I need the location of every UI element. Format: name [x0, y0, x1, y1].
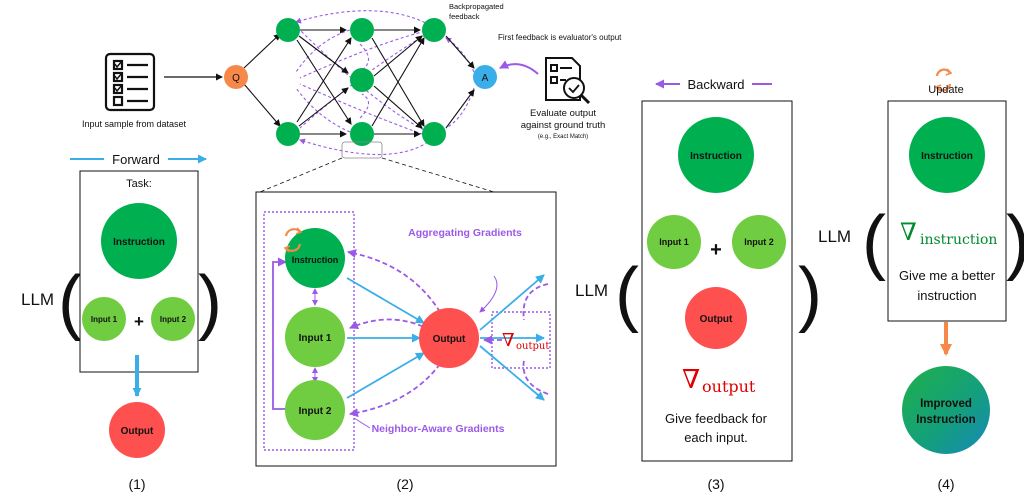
- neighbor-pointer: [353, 417, 371, 429]
- improved-label: Improved: [920, 398, 972, 410]
- input1-label: Input 1: [299, 333, 332, 344]
- instruction-node: [285, 228, 345, 288]
- neighbor-label: Neighbor-Aware Gradients: [372, 423, 505, 435]
- grad-instruction-subscript: instruction: [920, 232, 997, 248]
- output-node: [685, 287, 747, 349]
- input1-node: [82, 297, 126, 341]
- evaluator-feedback-arrow: [499, 60, 539, 75]
- network-diagram: Q A: [164, 10, 539, 193]
- left-paren: (: [615, 254, 639, 334]
- output-label: Output: [700, 314, 733, 325]
- grad-output-subscript: output: [516, 341, 549, 352]
- instruction-feedback-bracket: [272, 257, 287, 410]
- caption-3: (3): [707, 476, 724, 492]
- node-q: [224, 65, 248, 89]
- panel-detail: Instruction Input 1 Input 2 Output ∇ out…: [255, 191, 557, 492]
- forward-label: Forward: [112, 152, 160, 167]
- grad-instruction-symbol: ∇: [900, 218, 917, 246]
- panel-backward: Backward LLM ( ) Instruction Input 1 + I…: [575, 77, 822, 492]
- output-label: Output: [433, 334, 466, 345]
- grad-output-symbol: ∇: [502, 330, 515, 351]
- caption-4: (4): [937, 476, 954, 492]
- network-node: [350, 18, 374, 42]
- right-paren: ): [1006, 202, 1024, 282]
- network-node: [276, 122, 300, 146]
- panel-forward: Forward LLM ( ) Task: Instruction Input …: [21, 152, 222, 492]
- update-label: Update: [928, 84, 963, 96]
- network-node: [422, 122, 446, 146]
- input2-label: Input 2: [744, 237, 774, 247]
- network-node: [350, 68, 374, 92]
- backprop-label: feedback: [449, 12, 480, 21]
- grad-output-subscript: output: [702, 377, 756, 396]
- evaluate-example: (e.g., Exact Match): [538, 134, 588, 140]
- improved-instruction-node: [902, 366, 990, 454]
- input1-node: [647, 215, 701, 269]
- refresh-icon: [283, 227, 303, 253]
- plus-sign: +: [134, 312, 144, 331]
- panel-update: Update LLM ( ) Instruction ∇ instruction…: [818, 68, 1024, 492]
- instruction-node: [909, 117, 985, 193]
- task-label: Task:: [126, 178, 152, 190]
- prompt-text: instruction: [917, 288, 976, 303]
- first-feedback-label: First feedback is evaluator's output: [498, 33, 622, 42]
- llm-label: LLM: [21, 290, 54, 309]
- grad-output-symbol: ∇: [682, 365, 700, 395]
- llm-label: LLM: [818, 227, 851, 246]
- evaluation-icon: [545, 57, 591, 105]
- left-paren: (: [862, 202, 886, 282]
- evaluate-label: against ground truth: [521, 120, 606, 131]
- input1-label: Input 1: [91, 315, 118, 324]
- output-node: [419, 308, 479, 368]
- output-label: Output: [121, 426, 154, 437]
- refresh-icon: [934, 68, 953, 92]
- caption-2: (2): [396, 476, 413, 492]
- instruction-label: Instruction: [113, 237, 165, 248]
- prompt-text: Give me a better: [899, 268, 996, 283]
- right-paren: ): [798, 254, 822, 334]
- network-edges: [243, 26, 475, 138]
- plus-sign: +: [710, 239, 722, 261]
- instruction-label: Instruction: [921, 151, 973, 162]
- input-group-box: [263, 211, 355, 451]
- left-paren: (: [58, 262, 82, 342]
- zoom-highlight: [341, 141, 383, 159]
- instruction-node: [101, 203, 177, 279]
- zoom-line: [381, 157, 495, 193]
- caption-1: (1): [128, 476, 145, 492]
- node-q-label: Q: [232, 73, 240, 84]
- instruction-label: Instruction: [292, 255, 339, 265]
- zoom-line: [259, 157, 343, 193]
- node-a: [473, 65, 497, 89]
- input2-label: Input 2: [299, 406, 332, 417]
- input1-node: [285, 307, 345, 367]
- network-node: [350, 122, 374, 146]
- aggregating-label: Aggregating Gradients: [408, 227, 522, 239]
- right-paren: ): [198, 262, 222, 342]
- instruction-label: Instruction: [690, 151, 742, 162]
- improved-label: Instruction: [916, 414, 975, 426]
- evaluate-label: Evaluate output: [530, 108, 596, 119]
- input2-node: [285, 380, 345, 440]
- node-a-label: A: [482, 73, 489, 84]
- input1-label: Input 1: [659, 237, 689, 247]
- network-node: [422, 18, 446, 42]
- instruction-node: [678, 117, 754, 193]
- llm-label: LLM: [575, 281, 608, 300]
- document-checklist-icon: [104, 52, 156, 112]
- feedback-text: each input.: [684, 430, 748, 445]
- feedback-text: Give feedback for: [665, 411, 768, 426]
- backward-label: Backward: [687, 77, 744, 92]
- backprop-label: Backpropagated: [449, 2, 504, 11]
- input-sample-label: Input sample from dataset: [82, 119, 187, 129]
- input2-label: Input 2: [160, 315, 187, 324]
- input2-node: [732, 215, 786, 269]
- input2-node: [151, 297, 195, 341]
- network-node: [276, 18, 300, 42]
- output-node: [109, 402, 165, 458]
